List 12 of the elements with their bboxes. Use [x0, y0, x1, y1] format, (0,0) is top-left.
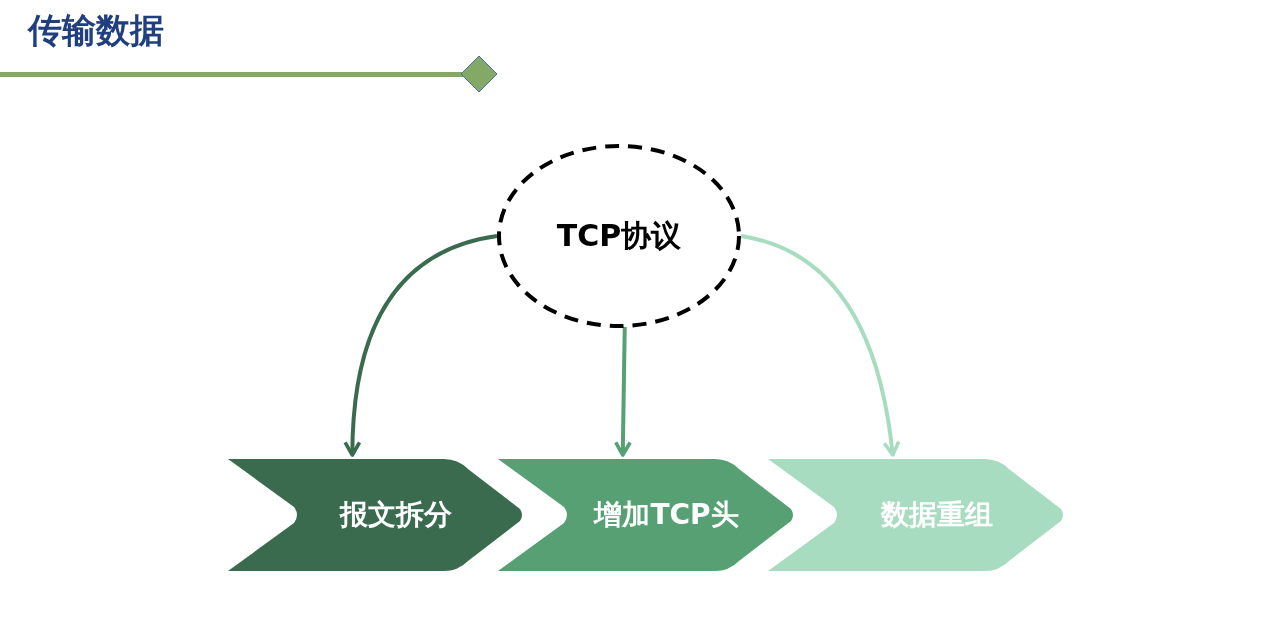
node-label: 报文拆分	[340, 497, 452, 533]
curved-arrow	[613, 326, 632, 457]
curved-arrow	[343, 234, 498, 457]
page-title: 传输数据	[28, 9, 164, 52]
node-label: TCP协议	[556, 216, 682, 255]
dashed-ellipse	[497, 144, 741, 328]
node-label: 数据重组	[880, 497, 993, 533]
chevron-step	[228, 459, 524, 571]
node-label: 增加TCP头	[594, 497, 739, 533]
chevron-step	[498, 459, 795, 571]
curved-arrow	[740, 234, 901, 457]
chevron-step	[768, 459, 1065, 571]
